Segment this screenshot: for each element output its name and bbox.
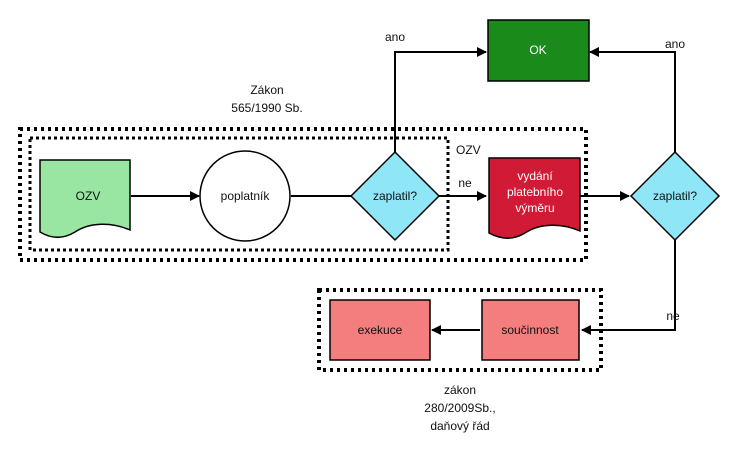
- soucinnost-label: součinnost: [501, 323, 559, 337]
- group-ozv-frame: [28, 136, 450, 252]
- group-zakon-565-label-line2: 565/1990 Sb.: [231, 101, 302, 115]
- exekuce-label: exekuce: [358, 323, 403, 337]
- group-zakon-280-label-line1: zákon: [444, 383, 476, 397]
- edge-zaplatil2-ne-to-soucinnost: [581, 240, 676, 335]
- vydani-document-node: [488, 157, 581, 239]
- edge-label-ano-1: ano: [385, 30, 405, 44]
- poplatnik-node: [199, 150, 291, 242]
- zaplatil-decision-2-label: zaplatil?: [653, 189, 697, 203]
- edge-zaplatil2-ano-to-ok: [589, 47, 676, 152]
- group-zakon-565-label-line1: Zákon: [250, 83, 283, 97]
- group-ozv-label: OZV: [456, 143, 481, 157]
- vydani-label-line3: výměru: [515, 201, 554, 215]
- ozv-document-node: [39, 159, 131, 238]
- ozv-document-label: OZV: [76, 189, 101, 203]
- vydani-label-line2: platebního: [507, 185, 563, 199]
- vydani-label-line1: vydání: [517, 169, 553, 183]
- exekuce-node: [329, 299, 431, 361]
- zaplatil-decision-1: [349, 150, 441, 242]
- ok-label: OK: [529, 43, 546, 57]
- poplatnik-label: poplatník: [221, 189, 271, 203]
- soucinnost-node: [481, 299, 580, 361]
- edge-label-ano-2: ano: [665, 37, 685, 51]
- zaplatil-decision-2: [629, 150, 721, 242]
- zaplatil-decision-1-label: zaplatil?: [373, 189, 417, 203]
- edge-label-ne-1: ne: [458, 176, 472, 190]
- edge-zaplatil-ano-to-ok: [394, 47, 487, 152]
- edge-label-ne-2: ne: [666, 309, 680, 323]
- ok-node: [487, 19, 590, 82]
- group-zakon-280-label-line3: daňový řád: [430, 419, 489, 433]
- group-zakon-565-frame: [18, 127, 588, 262]
- group-zakon-280-label-line2: 280/2009Sb.,: [424, 401, 495, 415]
